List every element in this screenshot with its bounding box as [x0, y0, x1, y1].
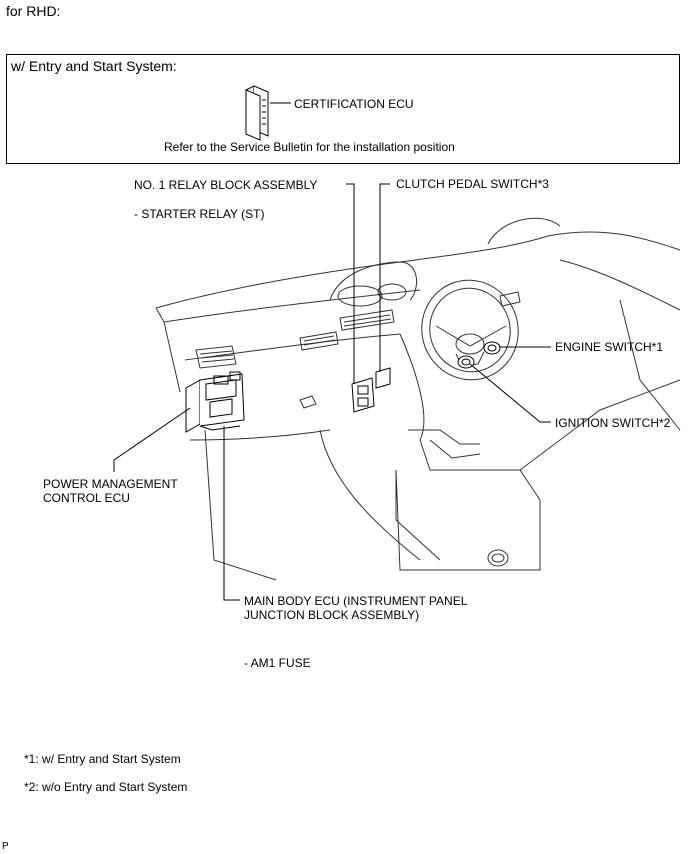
ignition-switch-leader	[469, 363, 551, 423]
leader-lines	[113, 183, 551, 601]
starter-relay-label: - STARTER RELAY (ST)	[134, 207, 265, 221]
footnote-1: *1: w/ Entry and Start System	[24, 752, 181, 766]
certification-ecu-label: CERTIFICATION ECU	[294, 97, 414, 111]
system-box-heading: w/ Entry and Start System:	[11, 58, 177, 74]
clutch-pedal-switch-unit	[375, 367, 391, 389]
power-management-label-line1: POWER MANAGEMENT	[43, 477, 178, 491]
power-management-ecu-unit	[185, 371, 245, 433]
clutch-switch-leader	[379, 183, 390, 372]
installation-note: Refer to the Service Bulletin for the in…	[164, 140, 455, 154]
power-management-leader	[113, 407, 191, 472]
relay-block-leader	[346, 183, 355, 384]
am1-fuse-label: - AM1 FUSE	[244, 656, 311, 670]
power-management-label-line2: CONTROL ECU	[43, 491, 130, 505]
clutch-switch-label: CLUTCH PEDAL SWITCH*3	[396, 177, 549, 191]
certification-ecu-module	[245, 85, 269, 141]
relay-block-label: NO. 1 RELAY BLOCK ASSEMBLY	[134, 178, 318, 192]
engine-switch-unit	[483, 341, 501, 355]
corner-mark: P	[2, 841, 9, 852]
meter-cluster	[329, 261, 418, 307]
dashboard-outline	[155, 217, 681, 581]
ignition-switch-unit	[457, 355, 475, 369]
relay-block-unit	[351, 377, 375, 413]
main-body-ecu-leader	[223, 426, 240, 601]
main-body-ecu-label-line1: MAIN BODY ECU (INSTRUMENT PANEL	[244, 594, 468, 608]
main-body-ecu-label-line2: JUNCTION BLOCK ASSEMBLY)	[244, 608, 420, 622]
footnote-2: *2: w/o Entry and Start System	[24, 780, 188, 794]
air-vents	[195, 291, 521, 369]
ignition-switch-label: IGNITION SWITCH*2	[555, 416, 671, 430]
engine-switch-label: ENGINE SWITCH*1	[555, 340, 664, 354]
page-title: for RHD:	[6, 3, 61, 19]
entry-start-system-box	[6, 54, 680, 164]
steering-wheel	[421, 279, 519, 381]
